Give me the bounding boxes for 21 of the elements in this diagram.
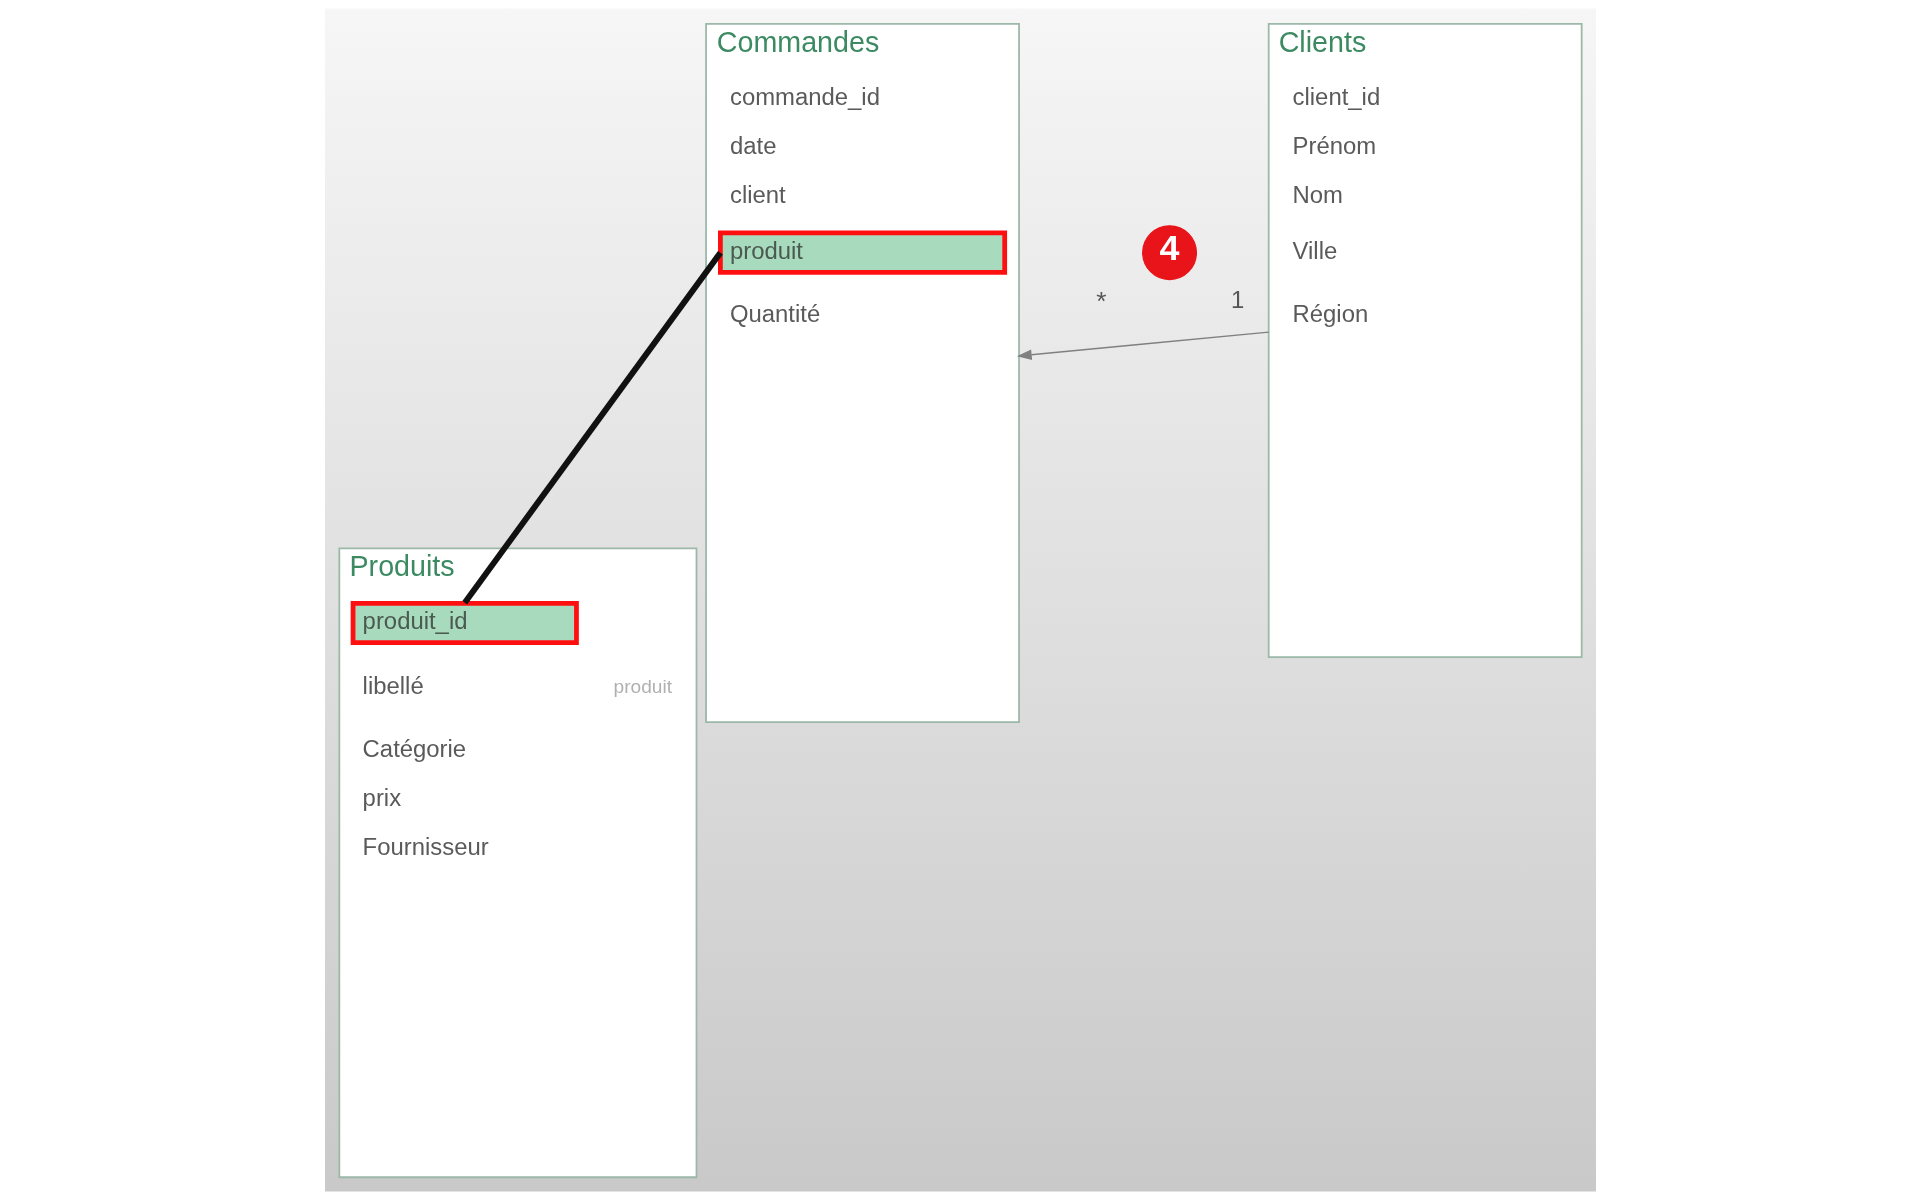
label: produit [613,675,672,697]
node-text: Catégorie [362,735,466,763]
label: 1 [1230,286,1244,314]
node-circle: 4 [1141,225,1197,281]
node-box: produit [717,230,1007,275]
node-text: commande_id [729,82,880,110]
node-text: Nom [1292,180,1343,208]
node-text: client [729,180,786,208]
node-text: client_id [1292,82,1380,110]
node-text: date [729,131,776,159]
node-text: Fournisseur [362,833,489,861]
label: * [1095,286,1107,317]
node-text: Prénom [1292,131,1376,159]
arrow [1016,331,1269,360]
node-text: Quantité [729,299,820,327]
connector [461,250,723,605]
node-text: libellé [362,672,424,700]
node-box: produit_id [350,600,579,646]
node-text: Région [1292,299,1368,327]
node-text: Ville [1292,236,1337,264]
node-text: prix [362,784,401,812]
